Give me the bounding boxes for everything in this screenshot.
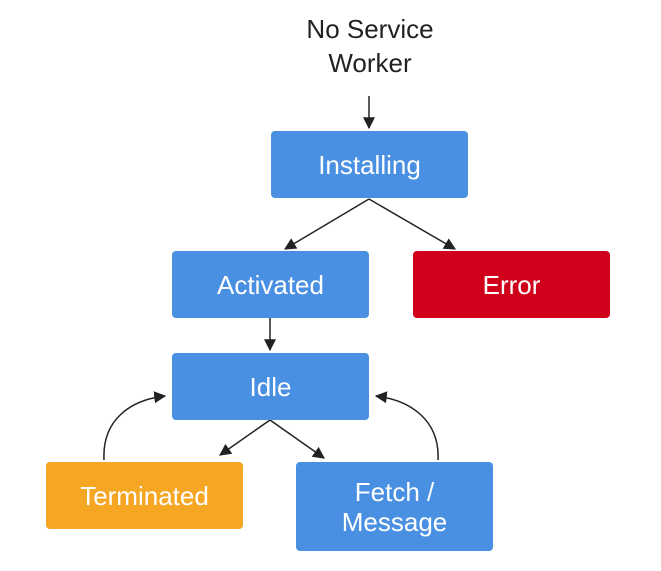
idle-label: Idle — [249, 371, 292, 402]
terminated-node: Terminated — [46, 462, 243, 529]
arrow-idle-to-terminated — [219, 419, 271, 456]
installing-node: Installing — [271, 131, 468, 198]
activated-node: Activated — [172, 251, 369, 318]
error-node: Error — [413, 251, 610, 318]
arrow-idle-to-fetch-message — [269, 419, 325, 459]
arrow-installing-to-error — [368, 198, 457, 250]
installing-label: Installing — [318, 149, 421, 180]
error-label: Error — [482, 269, 541, 300]
arrow-installing-to-activated — [283, 198, 370, 250]
idle-node: Idle — [172, 353, 369, 420]
arrow-terminated-to-idle — [103, 391, 167, 461]
fetch-message-label: Fetch / Message — [341, 476, 448, 537]
fetch-message-node: Fetch / Message — [296, 462, 493, 551]
activated-label: Activated — [217, 269, 324, 300]
terminated-label: Terminated — [80, 480, 209, 511]
start-label-no-service-worker: No Service Worker — [306, 14, 434, 78]
arrow-fetch-message-to-idle — [374, 391, 439, 461]
